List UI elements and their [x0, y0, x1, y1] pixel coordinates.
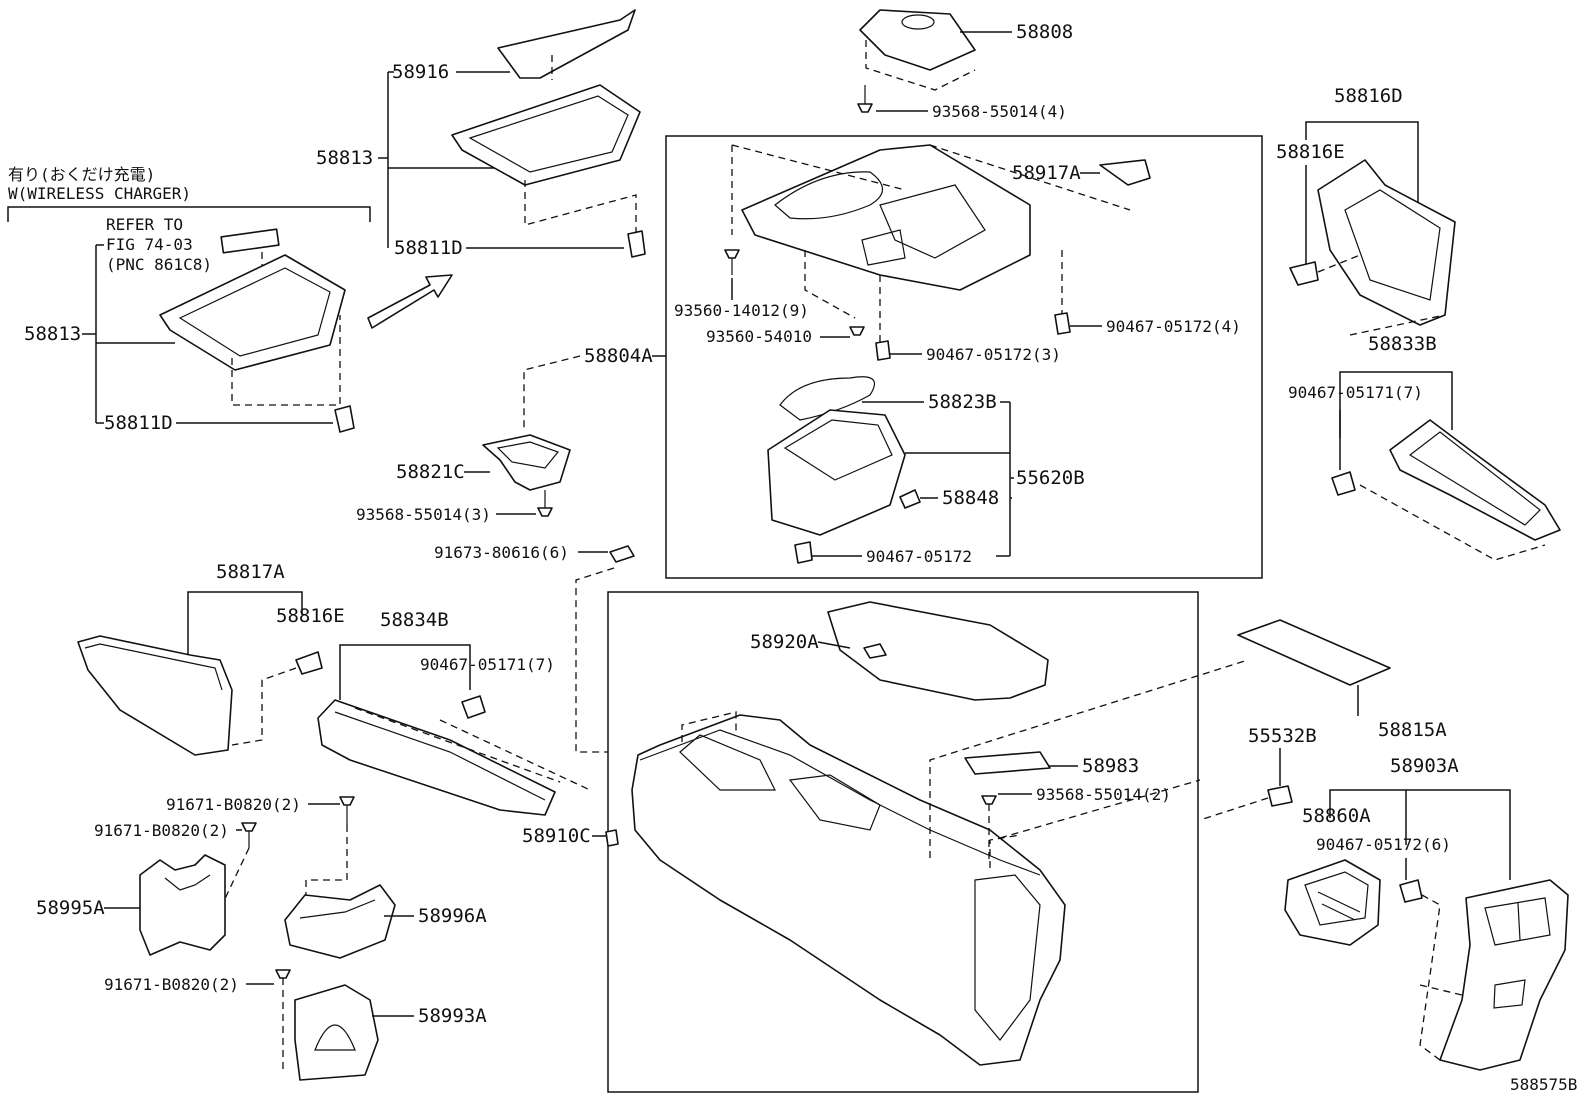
wireless-note-jp: 有り(おくだけ充電)	[8, 165, 155, 184]
side-trim-58817a	[77, 635, 233, 756]
part-label-58813-b: 58813	[316, 147, 373, 169]
console-tray-58813-b	[451, 84, 641, 186]
refer-note-1: REFER TO	[106, 215, 183, 234]
part-label-58860a: 58860A	[1302, 805, 1371, 827]
part-label-58920a: 58920A	[750, 631, 819, 653]
part-label-58823b: 58823B	[928, 391, 997, 413]
clip-90467-05171-b	[461, 695, 486, 719]
part-58848	[899, 489, 921, 509]
part-label-90467-3: 90467-05172(3)	[926, 345, 1061, 364]
direction-arrow	[367, 274, 453, 329]
part-label-58817a: 58817A	[216, 561, 285, 583]
part-label-93560-9: 93560-14012(9)	[674, 301, 809, 320]
clip-90467-05172	[794, 541, 813, 564]
part-label-58815a: 58815A	[1378, 719, 1447, 741]
part-label-58821c: 58821C	[396, 461, 465, 483]
part-label-93560-54010: 93560-54010	[706, 327, 812, 346]
part-label-58813-a: 58813	[24, 323, 81, 345]
part-label-93568-3: 93568-55014(3)	[356, 505, 491, 524]
part-label-93568-2: 93568-55014(2)	[1036, 785, 1171, 804]
part-label-58833b: 58833B	[1368, 333, 1437, 355]
screw-93560-9	[724, 249, 740, 259]
clip-58811d-b	[627, 230, 646, 258]
part-label-55620b: 55620B	[1016, 467, 1085, 489]
bolt-91671-b	[241, 822, 257, 832]
part-label-58834b: 58834B	[380, 609, 449, 631]
refer-note-2: FIG 74-03	[106, 235, 193, 254]
armrest-58920a	[827, 601, 1049, 701]
part-label-58916: 58916	[392, 61, 449, 83]
part-label-91671-a: 91671-B0820(2)	[166, 795, 301, 814]
screw-93568-4	[857, 103, 873, 113]
side-panel-58816d	[1317, 159, 1456, 326]
console-box-58910c	[631, 714, 1066, 1066]
part-label-55532b: 55532B	[1248, 725, 1317, 747]
clip-58811d-a	[334, 405, 355, 433]
part-label-58811d-b: 58811D	[394, 237, 463, 259]
console-tray-58813-a	[159, 254, 346, 371]
wireless-pad-part	[220, 228, 280, 254]
screw-93568-2	[981, 795, 997, 805]
part-label-90467-4: 90467-05172(4)	[1106, 317, 1241, 336]
part-label-58903a: 58903A	[1390, 755, 1459, 777]
bolt-91671-c	[275, 969, 291, 979]
part-label-91671-b: 91671-B0820(2)	[94, 821, 229, 840]
clip-90467-3	[875, 340, 891, 361]
part-label-58917a: 58917A	[1012, 162, 1081, 184]
vent-58860a	[1284, 859, 1381, 946]
bracket-58995a	[139, 854, 226, 956]
part-label-58804a: 58804A	[584, 345, 653, 367]
bolt-91673	[609, 545, 635, 563]
shift-boot-58808	[859, 9, 976, 71]
clip-90467-4	[1054, 312, 1071, 335]
part-label-91671-c: 91671-B0820(2)	[104, 975, 239, 994]
diagram-id: 588575B	[1510, 1075, 1577, 1094]
part-label-90467-05171-7a: 90467-05171(7)	[1288, 383, 1423, 402]
part-label-58816d: 58816D	[1334, 85, 1403, 107]
trim-58833b	[1389, 419, 1561, 541]
refer-note-3: (PNC 861C8)	[106, 255, 212, 274]
part-label-58995a: 58995A	[36, 897, 105, 919]
screw-93568-3	[537, 507, 553, 517]
part-label-58983: 58983	[1082, 755, 1139, 777]
part-55532b	[1267, 785, 1293, 807]
part-label-58811d-a: 58811D	[104, 412, 173, 434]
part-label-91673: 91673-80616(6)	[434, 543, 569, 562]
cover-58917a	[1099, 159, 1151, 186]
part-label-90467-05172: 90467-05172	[866, 547, 972, 566]
part-label-58808: 58808	[1016, 21, 1073, 43]
trim-58834b	[317, 699, 556, 816]
screw-93560-54010	[849, 326, 865, 336]
part-label-58816e-b: 58816E	[276, 605, 345, 627]
wireless-note-en: W(WIRELESS CHARGER)	[8, 184, 191, 203]
part-label-58816e-a: 58816E	[1276, 141, 1345, 163]
part-label-58996a: 58996A	[418, 905, 487, 927]
clip-58816e-a	[1289, 261, 1319, 286]
mat-58815a	[1237, 619, 1391, 686]
bracket-58993a	[294, 984, 379, 1081]
cover-58916	[497, 9, 636, 79]
cupholder-55620b	[767, 409, 906, 536]
part-label-93568-4: 93568-55014(4)	[932, 102, 1067, 121]
part-label-58848: 58848	[942, 487, 999, 509]
bolt-91671-a	[339, 796, 355, 806]
rear-panel-58903a	[1439, 879, 1569, 1071]
clip-58816e-b	[295, 651, 323, 675]
part-label-58910c: 58910C	[522, 825, 591, 847]
part-label-90467-05171-7b: 90467-05171(7)	[420, 655, 555, 674]
group-box-58804a	[665, 135, 1263, 579]
clip-90467-6	[1399, 879, 1423, 903]
clip-90467-05171-a	[1331, 471, 1356, 496]
wireless-bracket	[7, 206, 371, 222]
cover-58983	[964, 751, 1051, 775]
part-label-90467-6: 90467-05172(6)	[1316, 835, 1451, 854]
part-label-58993a: 58993A	[418, 1005, 487, 1027]
bracket-58996a	[284, 884, 396, 959]
